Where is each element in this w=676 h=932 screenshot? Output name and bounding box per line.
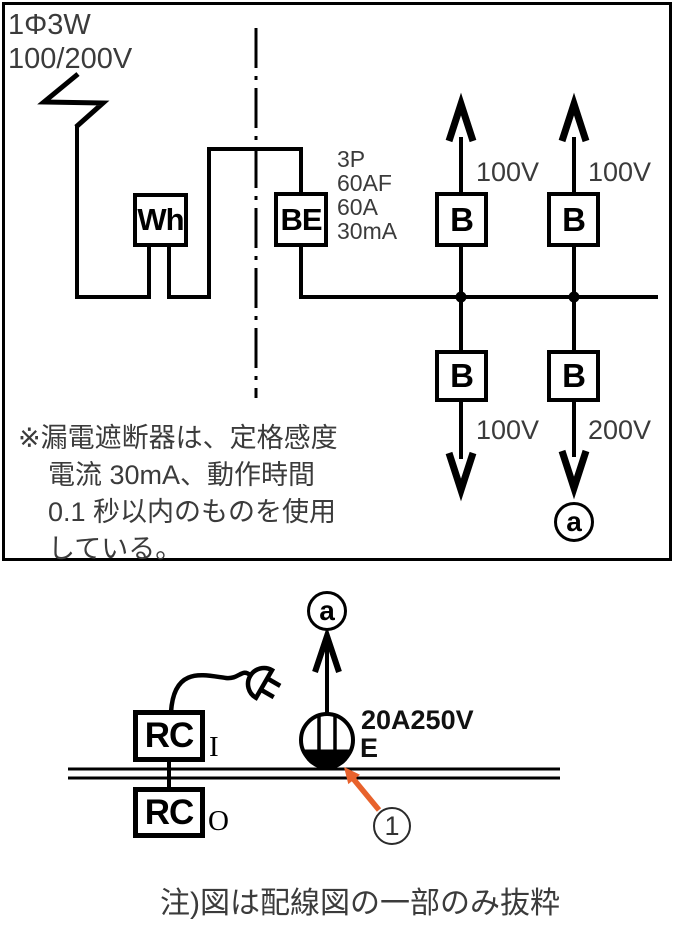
arrow-up-icon-2 (558, 92, 590, 143)
outlet-ground-segment (301, 749, 353, 770)
power-source-icon (37, 72, 110, 129)
elb-note: ※漏電遮断器は、定格感度 電流 30mA、動作時間 0.1 秒以内のものを使用 … (18, 420, 338, 568)
plug-body (245, 665, 276, 701)
watt-hour-meter-box: Wh (133, 193, 188, 247)
spec-rated-current: 60A (337, 194, 378, 220)
appliance-cord (168, 670, 252, 713)
outlet-rating-label: 20A250V (361, 705, 474, 735)
circuit-ref-a-bottom: a (307, 591, 347, 631)
spec-poles: 3P (337, 146, 366, 172)
callout-arrow-shaft (350, 776, 382, 812)
source-phase-label: 1Φ3W (8, 9, 91, 41)
wire-meter-to-breaker (167, 147, 303, 299)
elb-note-line-3: 0.1 秒以内のものを使用 (48, 497, 337, 527)
arrow-down-icon-2 (558, 449, 590, 500)
elb-note-line-4: している。 (48, 534, 183, 564)
junction-dot-1 (455, 291, 467, 303)
plug-prong-2 (266, 676, 282, 688)
branch4-voltage-label: 200V (588, 415, 652, 445)
arrow-up-icon-3 (312, 626, 342, 673)
source-voltage-label: 100/200V (8, 43, 133, 75)
branch-breaker-box-2: B (547, 192, 600, 247)
circuit-ref-a-top: a (554, 502, 594, 542)
callout-arrow-head (344, 767, 360, 785)
spec-sensitivity: 30mA (337, 218, 398, 244)
rc-outdoor-suffix: O (208, 805, 229, 837)
outlet-ground-label: E (360, 733, 379, 763)
branch3-voltage-label: 100V (476, 415, 540, 445)
arrow-up-icon-1 (445, 92, 477, 143)
main-breaker-specs: 3P 60AF 60A 30mA (337, 147, 397, 243)
elb-note-line-1: ※漏電遮断器は、定格感度 (18, 423, 338, 453)
plug-prong-1 (259, 687, 275, 700)
branch1-voltage-label: 100V (476, 157, 540, 187)
rc-outdoor-box: RC (133, 787, 205, 838)
callout-number-badge: 1 (373, 807, 411, 845)
spec-frame: 60AF (337, 170, 392, 196)
schematic-frame (2, 2, 672, 561)
wire-source-to-meter (75, 125, 151, 299)
footer-note: 注)図は配線図の一部のみ抜粋 (160, 887, 560, 920)
elb-note-line-2: 電流 30mA、動作時間 (48, 460, 316, 490)
main-breaker-box: BE (274, 192, 328, 247)
plug-icon (245, 665, 282, 701)
branch-breaker-box-1: B (435, 192, 488, 247)
branch-breaker-box-3: B (435, 350, 488, 402)
arrow-down-icon-1 (445, 451, 477, 502)
rc-indoor-box: RC (133, 710, 205, 762)
branch-breaker-box-4: B (547, 350, 600, 402)
branch2-voltage-label: 100V (588, 157, 652, 187)
wire-distribution-bus (299, 247, 658, 299)
junction-dot-2 (568, 291, 580, 303)
rc-indoor-suffix: I (209, 731, 219, 763)
